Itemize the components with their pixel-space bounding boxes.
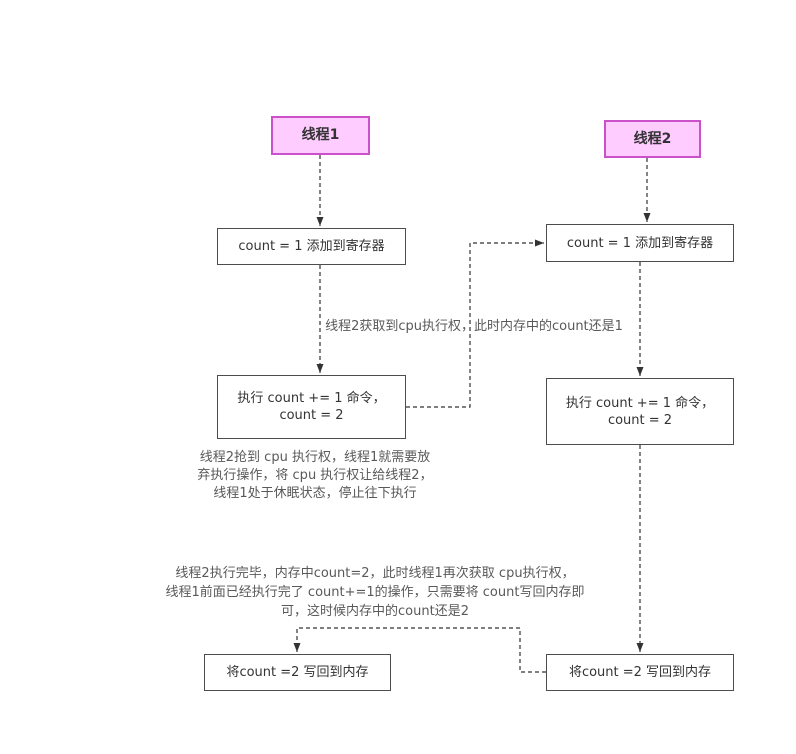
- arrow-right-writeback-to-left-writeback: [293, 627, 546, 673]
- left-writeback-label: 将count =2 写回到内存: [226, 665, 369, 680]
- left-exec-line1: 执行 count += 1 命令，: [237, 391, 386, 406]
- left-writeback-node: 将count =2 写回到内存: [204, 654, 391, 691]
- right-exec-node: 执行 count += 1 命令， count = 2: [546, 378, 734, 445]
- note-thread1-resumes: 线程2执行完毕，内存中count=2，此时线程1再次获取 cpu执行权， 线程1…: [165, 566, 585, 619]
- right-exec-line2: count = 2: [607, 412, 673, 428]
- right-register-label: count = 1 添加到寄存器: [566, 235, 714, 251]
- left-register-node: count = 1 添加到寄存器: [217, 228, 406, 265]
- left-exec-node: 执行 count += 1 命令， count = 2: [217, 375, 406, 439]
- thread2-node: 线程2: [604, 120, 701, 158]
- right-exec-line1: 执行 count += 1 命令，: [565, 395, 715, 411]
- note-thread1-pauses: 线程2抢到 cpu 执行权，线程1就需要放 弃执行操作，将 cpu 执行权让给线…: [197, 450, 433, 501]
- right-register-node: count = 1 添加到寄存器: [546, 224, 734, 262]
- thread1-label: 线程1: [301, 127, 340, 143]
- right-writeback-node: 将count =2 写回到内存: [546, 654, 734, 691]
- left-register-label: count = 1 添加到寄存器: [238, 239, 385, 254]
- note-thread2-gets-cpu: 线程2获取到cpu执行权，此时内存中的count还是1: [325, 319, 623, 334]
- right-writeback-label: 将count =2 写回到内存: [568, 665, 712, 680]
- thread2-label: 线程2: [633, 130, 672, 147]
- thread1-node: 线程1: [271, 116, 370, 155]
- arrow-left-exec-to-right-register: [406, 239, 544, 408]
- left-exec-line2: count = 2: [279, 408, 344, 423]
